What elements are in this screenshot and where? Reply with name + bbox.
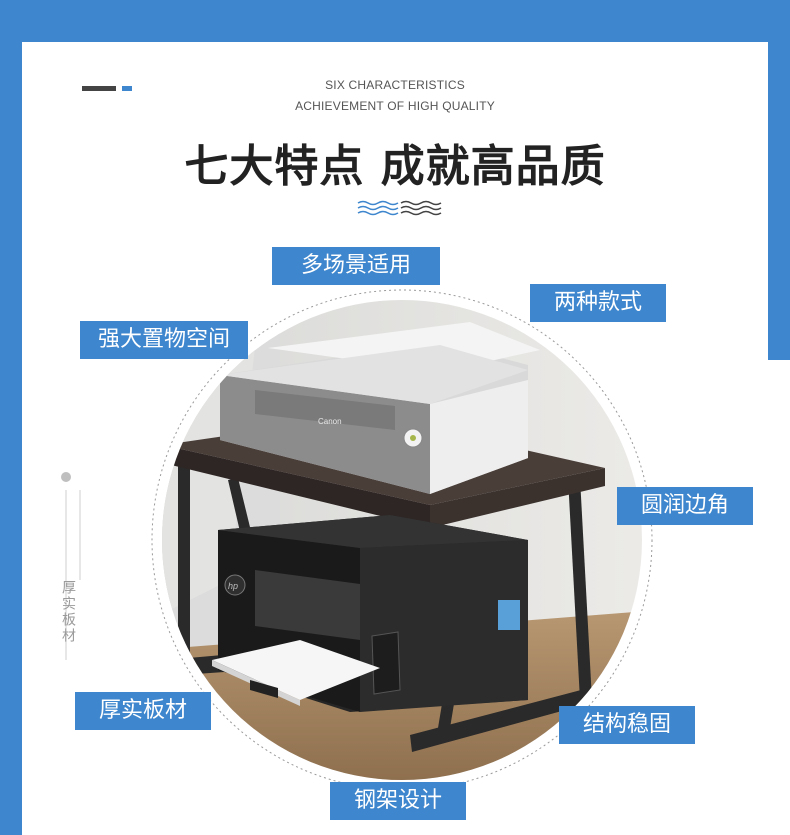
tag-multi-scene: 多场景适用 [272,247,440,285]
tag-stable-structure: 结构稳固 [559,706,695,744]
tag-thick-board: 厚实板材 [75,692,211,730]
tag-steel-frame: 钢架设计 [330,782,466,820]
tag-storage-space: 强大置物空间 [80,321,248,359]
page-title: 七大特点 成就高品质 [184,141,606,192]
header-decoration-dashes [82,86,132,91]
wave-divider-icon [357,200,442,216]
subtitle-english-line2: ACHIEVEMENT OF HIGH QUALITY [295,99,495,113]
side-vertical-label: 厚实板材 [60,580,76,644]
hp-brand-text: hp [228,581,238,591]
tag-rounded-corners: 圆润边角 [617,487,753,525]
tag-two-styles: 两种款式 [530,284,666,322]
canon-brand-text: Canon [318,417,342,426]
subtitle-english-line1: SIX CHARACTERISTICS [325,78,465,92]
